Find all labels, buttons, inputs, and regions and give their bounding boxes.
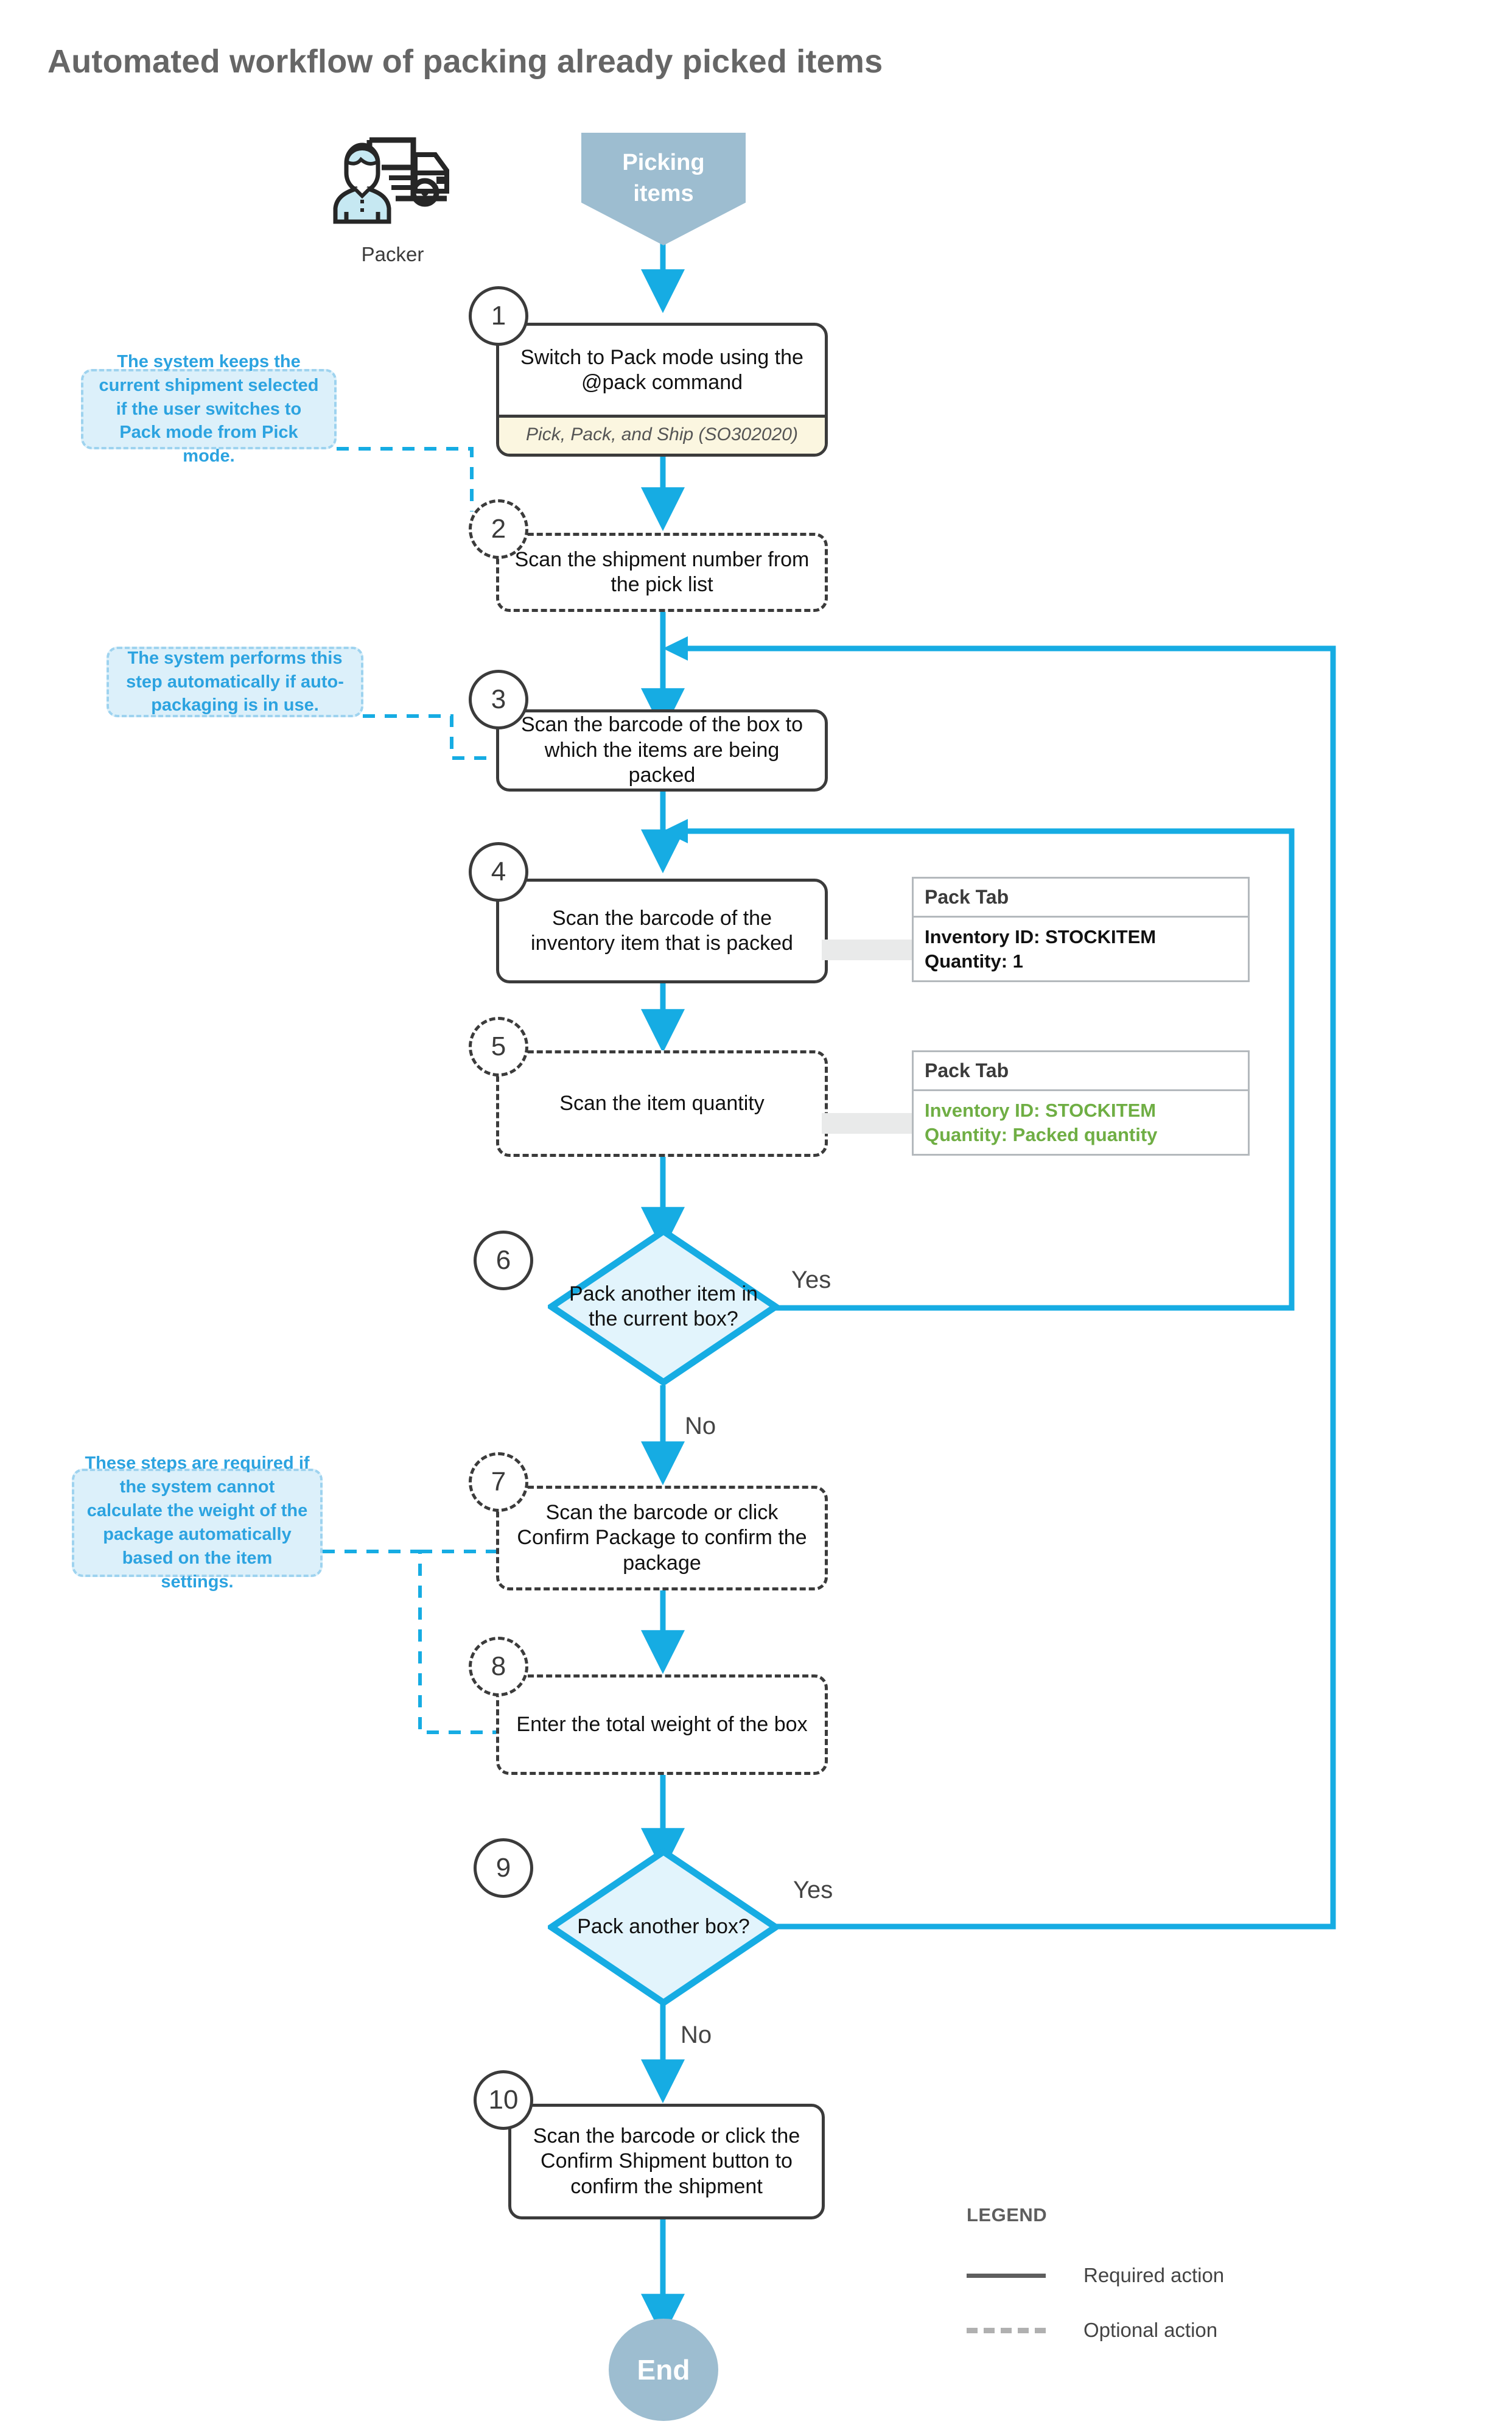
end-label: End [637,2354,690,2386]
step-node-8[interactable]: Enter the total weight of the box [496,1674,828,1775]
legend-swatch-solid-line [967,2273,1046,2278]
loop-yes-step6 [663,819,1295,1311]
panel-connector-step5 [822,1113,913,1134]
step-node-1-text: Switch to Pack mode using the @pack comm… [520,345,803,395]
decision-node-9[interactable]: Pack another box? [548,1848,779,2006]
decision-node-6-text: Pack another item in the current box? [569,1282,758,1330]
step-node-4[interactable]: Scan the barcode of the inventory item t… [496,879,828,983]
legend-item-optional: Optional action [967,2319,1224,2342]
start-terminator: Picking items [581,133,746,245]
note-pack-mode: The system keeps the current shipment se… [81,352,337,466]
step-number-6: 6 [474,1231,533,1290]
legend-swatch-dashed-line [967,2327,1046,2333]
end-terminator: End [609,2319,718,2421]
legend-label-required: Required action [1083,2264,1225,2286]
step-number-5: 5 [469,1017,528,1077]
step-node-2-text: Scan the shipment number from the pick l… [514,547,810,596]
legend-label-optional: Optional action [1083,2319,1218,2341]
note-auto-pack-text: The system performs this step automatica… [126,648,344,715]
panel-step4-value: Inventory ID: STOCKITEM Quantity: 1 [912,918,1250,983]
step-number-3: 3 [469,670,528,729]
note-weight-text: These steps are required if the system c… [85,1453,310,1592]
step-node-3-text: Scan the barcode of the box to which the… [520,713,803,787]
actor-packer: Packer [317,133,469,266]
step-node-3[interactable]: Scan the barcode of the box to which the… [496,709,828,792]
decision-9-yes-label: Yes [793,1877,833,1903]
decision-6-shape [548,1228,779,1386]
legend-title: LEGEND [967,2204,1048,2226]
packer-truck-icon [333,137,449,224]
loop-yes-step9 [663,636,1336,1930]
step-node-2[interactable]: Scan the shipment number from the pick l… [496,533,828,612]
legend: LEGEND Required action Optional action [967,2204,1224,2342]
note-weight: These steps are required if the system c… [72,1453,323,1592]
step-node-1-footer: Pick, Pack, and Ship (SO302020) [499,415,825,454]
step-number-1: 1 [469,286,528,346]
panel-step4-header: Pack Tab [912,877,1250,918]
step-node-5-text: Scan the item quantity [559,1091,765,1115]
decision-9-shape [548,1848,779,2006]
decision-node-9-text: Pack another box? [577,1915,750,1939]
step-number-8: 8 [469,1637,528,1696]
start-label: Picking items [622,150,705,207]
step-node-10-text: Scan the barcode or click the Confirm Sh… [533,2124,800,2198]
panel-step5-value: Inventory ID: STOCKITEM Quantity: Packed… [912,1091,1250,1156]
step-node-5[interactable]: Scan the item quantity [496,1050,828,1157]
decision-6-no-label: No [685,1413,716,1439]
step-node-10[interactable]: Scan the barcode or click the Confirm Sh… [508,2104,825,2219]
note-leader-lines [323,447,523,1734]
legend-item-required: Required action [967,2264,1224,2287]
panel-step5-header: Pack Tab [912,1050,1250,1091]
panel-step4: Pack Tab Inventory ID: STOCKITEM Quantit… [912,877,1250,983]
step-number-2: 2 [469,499,528,559]
page-title: Automated workflow of packing already pi… [47,43,883,80]
decision-node-6[interactable]: Pack another item in the current box? [548,1228,779,1386]
step-node-7-text: Scan the barcode or click Confirm Packag… [517,1500,807,1575]
step-number-7: 7 [469,1452,528,1512]
decision-6-yes-label: Yes [791,1266,831,1293]
panel-step5: Pack Tab Inventory ID: STOCKITEM Quantit… [912,1050,1250,1156]
step-number-9: 9 [474,1838,533,1898]
step-number-4: 4 [469,842,528,902]
panel-connector-step4 [822,940,913,960]
actor-label: Packer [361,243,424,265]
step-node-7[interactable]: Scan the barcode or click Confirm Packag… [496,1486,828,1590]
decision-9-no-label: No [681,2022,712,2048]
note-auto-pack: The system performs this step automatica… [107,647,363,717]
step-node-1[interactable]: Switch to Pack mode using the @pack comm… [496,323,828,457]
note-pack-mode-text: The system keeps the current shipment se… [99,351,319,466]
step-node-8-text: Enter the total weight of the box [516,1712,808,1736]
step-number-10: 10 [474,2070,533,2130]
step-node-4-text: Scan the barcode of the inventory item t… [531,906,793,955]
